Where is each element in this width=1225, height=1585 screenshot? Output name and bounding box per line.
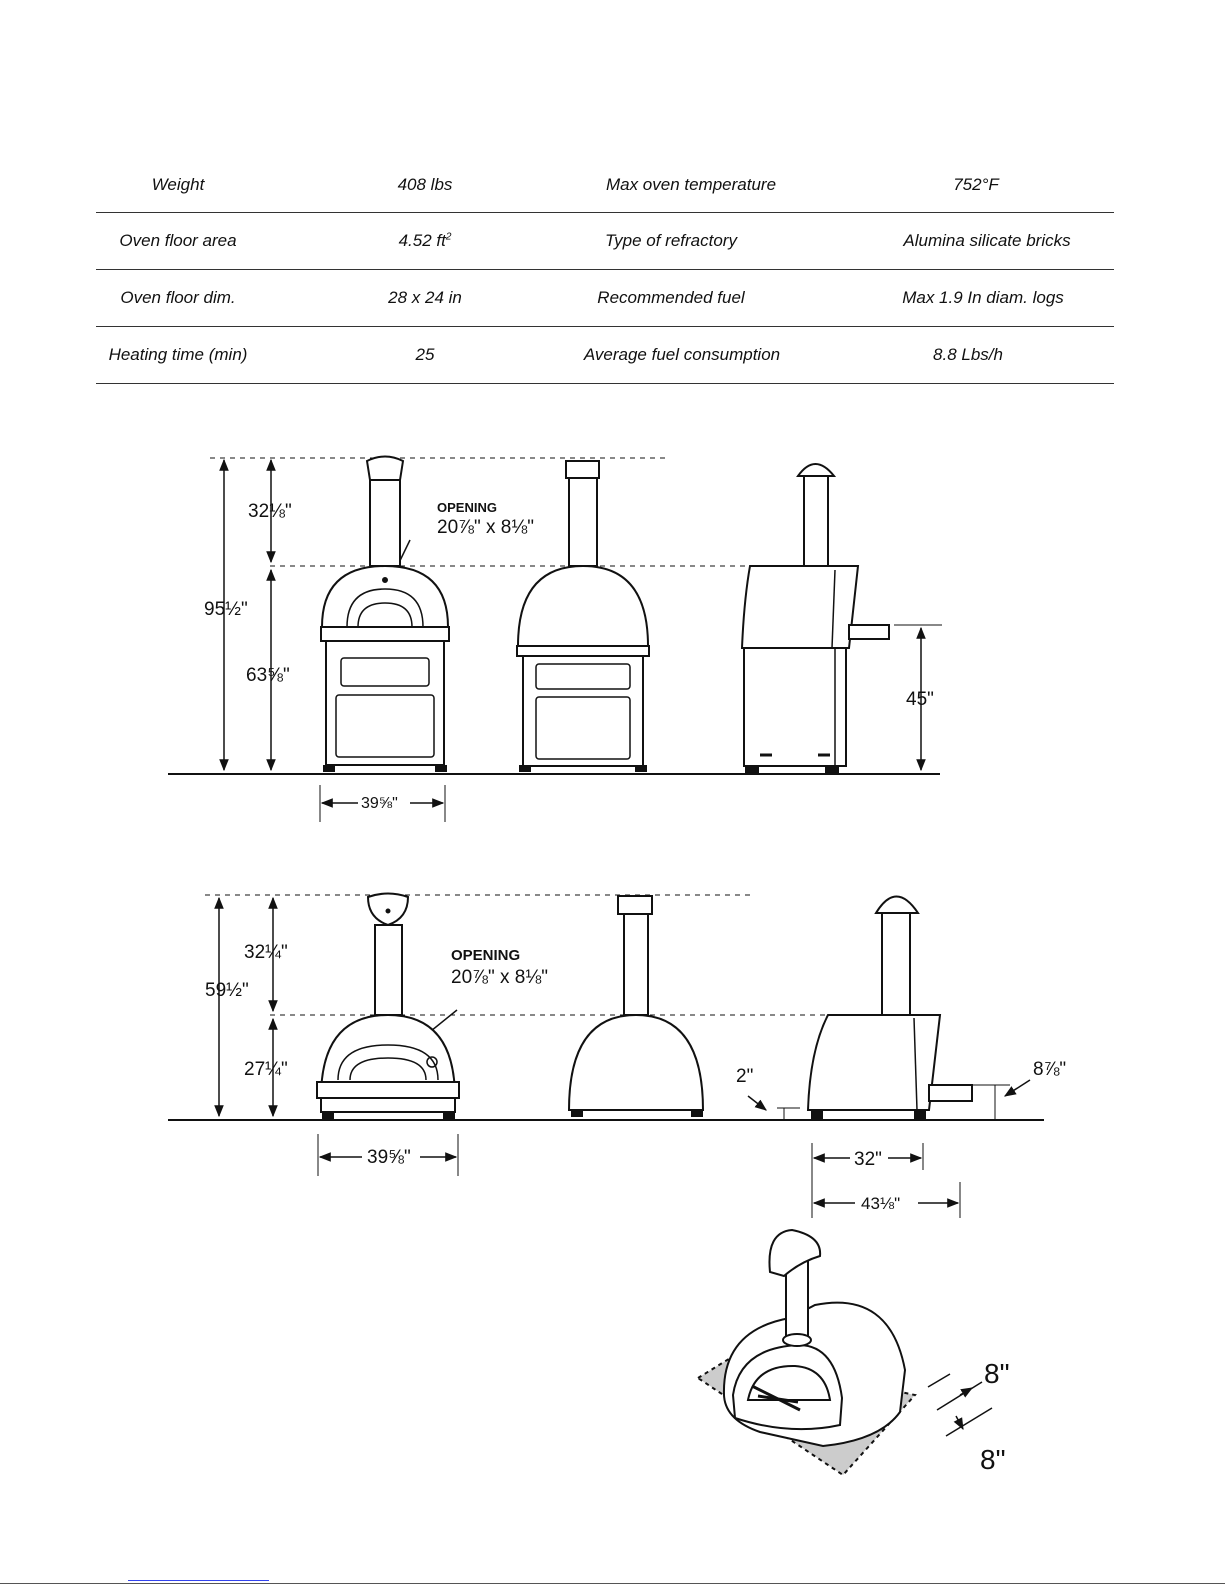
spec-value: 28 x 24 in	[388, 288, 462, 307]
dim-chimney-top: 32⅛"	[248, 501, 292, 522]
dim-depth: 32"	[854, 1149, 882, 1170]
clearance-isometric	[696, 1228, 993, 1477]
oven-grate	[757, 1394, 799, 1404]
dim-total-bottom: 59½"	[205, 980, 249, 1001]
dim-body-top: 63⅝"	[246, 665, 290, 686]
dim-depth-total: 43⅛"	[861, 1194, 900, 1213]
dim-side-height-top: 45"	[906, 689, 934, 710]
opening-title-top: OPENING	[437, 500, 497, 515]
shelf-leader	[1003, 1079, 1031, 1097]
spec-label: Heating time (min)	[108, 345, 248, 364]
dim-arrow-side	[959, 1387, 974, 1398]
spec-row-heating: Heating time (min) 25 Average fuel consu…	[96, 327, 1114, 384]
spec-value: Alumina silicate bricks	[903, 231, 1071, 250]
dim-body-bottom: 27¼"	[244, 1059, 288, 1080]
dim-foot-height: 2"	[736, 1066, 753, 1087]
countertop-oven-back	[567, 895, 705, 1117]
dim-chimney-bottom: 32¼"	[244, 942, 288, 963]
countertop-oven-side	[806, 895, 973, 1119]
diagram-top	[168, 455, 942, 822]
dim-arrow-rear	[953, 1415, 964, 1431]
spec-value: 408 lbs	[397, 175, 453, 194]
dim-width-bottom: 39⅝"	[367, 1147, 411, 1168]
countertop-oven-front	[316, 892, 460, 1120]
oven-mouth	[746, 1364, 832, 1401]
footer-divider	[0, 1583, 1225, 1584]
diagram-bottom	[168, 892, 1044, 1218]
oven-front-with-door	[320, 455, 450, 772]
opening-size-bottom: 20⅞" x 8⅛"	[451, 967, 548, 988]
spec-label: Oven floor area	[119, 231, 237, 250]
spec-label: Type of refractory	[605, 231, 737, 250]
spec-label: Average fuel consumption	[583, 345, 781, 364]
spec-value-text: 4.52 ft	[398, 231, 446, 250]
clearance-side: 8"	[984, 1358, 1010, 1389]
opening-title-bottom: OPENING	[451, 947, 520, 964]
spec-label: Weight	[151, 175, 205, 194]
spec-value: 752°F	[953, 175, 999, 194]
dim-line	[927, 1373, 951, 1388]
oven-side-view	[740, 463, 890, 773]
spec-label: Max oven temperature	[605, 175, 777, 194]
spec-row-floor-area: Oven floor area 4.52 ft2 Type of refract…	[96, 213, 1114, 270]
dim-line	[936, 1381, 983, 1411]
dim-width-top: 39⅝"	[361, 795, 398, 812]
spec-value-sup: 2	[445, 231, 452, 243]
dim-line	[945, 1407, 993, 1437]
spec-value: Max 1.9 In diam. logs	[902, 288, 1064, 307]
spec-table: Weight 408 lbs Max oven temperature 752°…	[96, 158, 1114, 384]
oven-chimney-base	[782, 1333, 812, 1347]
opening-size-top: 20⅞" x 8⅛"	[437, 517, 534, 538]
spec-value: 4.52 ft2	[399, 231, 452, 251]
spec-row-weight: Weight 408 lbs Max oven temperature 752°…	[96, 158, 1114, 213]
chimney-cap	[768, 1228, 822, 1278]
footer-link-underline[interactable]	[128, 1580, 269, 1581]
spec-value: 8.8 Lbs/h	[933, 345, 1003, 364]
oven-back-view	[516, 460, 650, 772]
foot-leader	[747, 1095, 767, 1111]
spec-row-floor-dim: Oven floor dim. 28 x 24 in Recommended f…	[96, 270, 1114, 327]
spec-label: Oven floor dim.	[120, 288, 236, 307]
clearance-rear: 8"	[980, 1444, 1006, 1475]
spec-label: Recommended fuel	[597, 288, 745, 307]
spec-value: 25	[415, 345, 435, 364]
dim-shelf-height: 8⅞"	[1033, 1059, 1066, 1080]
dim-total-top: 95½"	[204, 599, 248, 620]
